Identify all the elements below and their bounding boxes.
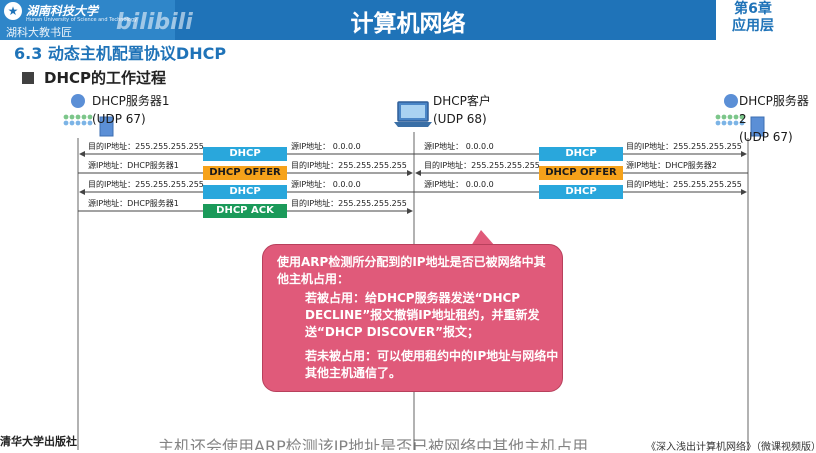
- server2-port: (UDP 67): [739, 130, 793, 144]
- university-english-name: Hunan University of Science and Technolo…: [26, 17, 138, 23]
- msg-ack-left: DHCP ACK: [203, 204, 287, 218]
- bilibili-watermark: bilibili: [116, 10, 193, 35]
- header-logo-area: ★ 湖南科技大学 Hunan University of Science and…: [0, 0, 193, 40]
- client-name: DHCP客户: [433, 94, 491, 108]
- callout-occupied-case: 若被占用：给DHCP服务器发送“DHCP DECLINE”报文撤销IP地址租约，…: [305, 291, 540, 339]
- server1-name: DHCP服务器1: [92, 94, 170, 108]
- course-title: 计算机网络: [350, 11, 466, 37]
- right-request-dst: 目的IP地址：255.255.255.255: [626, 180, 742, 189]
- header-bar: ★ 湖南科技大学 Hunan University of Science and…: [0, 0, 816, 40]
- dhcp-server2-icon: [715, 94, 765, 137]
- server1-label: DHCP服务器1 (UDP 67): [92, 92, 170, 128]
- left-discover-dst: 目的IP地址：255.255.255.255: [88, 142, 204, 151]
- callout-free-case: 若未被占用：可以使用租约中的IP地址与网络中其他主机通信了。: [305, 349, 559, 380]
- bullet-square-icon: [22, 72, 34, 84]
- client-port: (UDP 68): [433, 112, 487, 126]
- left-discover-src: 源IP地址： 0.0.0.0: [291, 142, 361, 151]
- left-offer-dst: 目的IP地址：255.255.255.255: [291, 161, 407, 170]
- right-offer-dst: 目的IP地址：255.255.255.255: [424, 161, 540, 170]
- client-label: DHCP客户 (UDP 68): [433, 92, 491, 128]
- right-offer-src: 源IP地址：DHCP服务器2: [626, 161, 717, 170]
- university-logo-icon: ★: [4, 2, 22, 20]
- right-discover-src: 源IP地址： 0.0.0.0: [424, 142, 494, 151]
- arp-check-callout: 使用ARP检测所分配到的IP地址是否已被网络中其他主机占用： 若被占用：给DHC…: [262, 244, 563, 392]
- university-name: 湖南科技大学: [26, 4, 99, 18]
- dhcp-server1-icon: [63, 94, 114, 137]
- msg-offer-left: DHCP OFFER: [203, 166, 287, 180]
- server2-label: DHCP服务器2 (UDP 67): [739, 92, 816, 146]
- msg-discover-left: DHCP DISCOVER: [203, 147, 287, 173]
- book-name: 《深入浅出计算机网络》（微课视频版）: [646, 442, 816, 453]
- subtitle-caption: 主机还会使用ARP检测该IP地址是否已被网络中其他主机占用: [158, 437, 589, 450]
- chapter-box: 第6章 应用层: [716, 0, 816, 40]
- dhcp-client-laptop-icon: [394, 101, 432, 127]
- left-ack-dst: 目的IP地址：255.255.255.255: [291, 199, 407, 208]
- server1-port: (UDP 67): [92, 112, 146, 126]
- chapter-label: 第6章 应用层: [732, 1, 774, 35]
- channel-tag: 湖科大教书匠: [6, 26, 72, 39]
- chapter-number: 第6章: [734, 1, 772, 17]
- left-request-src: 源IP地址： 0.0.0.0: [291, 180, 361, 189]
- right-discover-dst: 目的IP地址：255.255.255.255: [626, 142, 742, 151]
- callout-main-text: 使用ARP检测所分配到的IP地址是否已被网络中其他主机占用：: [277, 255, 546, 286]
- publisher-logo: 清华大学出版社: [0, 435, 77, 448]
- msg-discover-right: DHCP DISCOVER: [539, 147, 623, 173]
- msg-offer-right: DHCP OFFER: [539, 166, 623, 180]
- msg-request-right: DHCP REQUEST: [539, 185, 623, 211]
- callout-pointer: [471, 230, 495, 246]
- server2-name: DHCP服务器2: [739, 94, 809, 126]
- section-title: 6.3 动态主机配置协议DHCP: [14, 44, 227, 63]
- left-offer-src: 源IP地址：DHCP服务器1: [88, 161, 179, 170]
- right-request-src: 源IP地址： 0.0.0.0: [424, 180, 494, 189]
- left-request-dst: 目的IP地址：255.255.255.255: [88, 180, 204, 189]
- msg-request-left: DHCP REQUEST: [203, 185, 287, 211]
- subsection-title: DHCP的工作过程: [44, 69, 167, 87]
- left-ack-src: 源IP地址：DHCP服务器1: [88, 199, 179, 208]
- chapter-name: 应用层: [732, 18, 774, 34]
